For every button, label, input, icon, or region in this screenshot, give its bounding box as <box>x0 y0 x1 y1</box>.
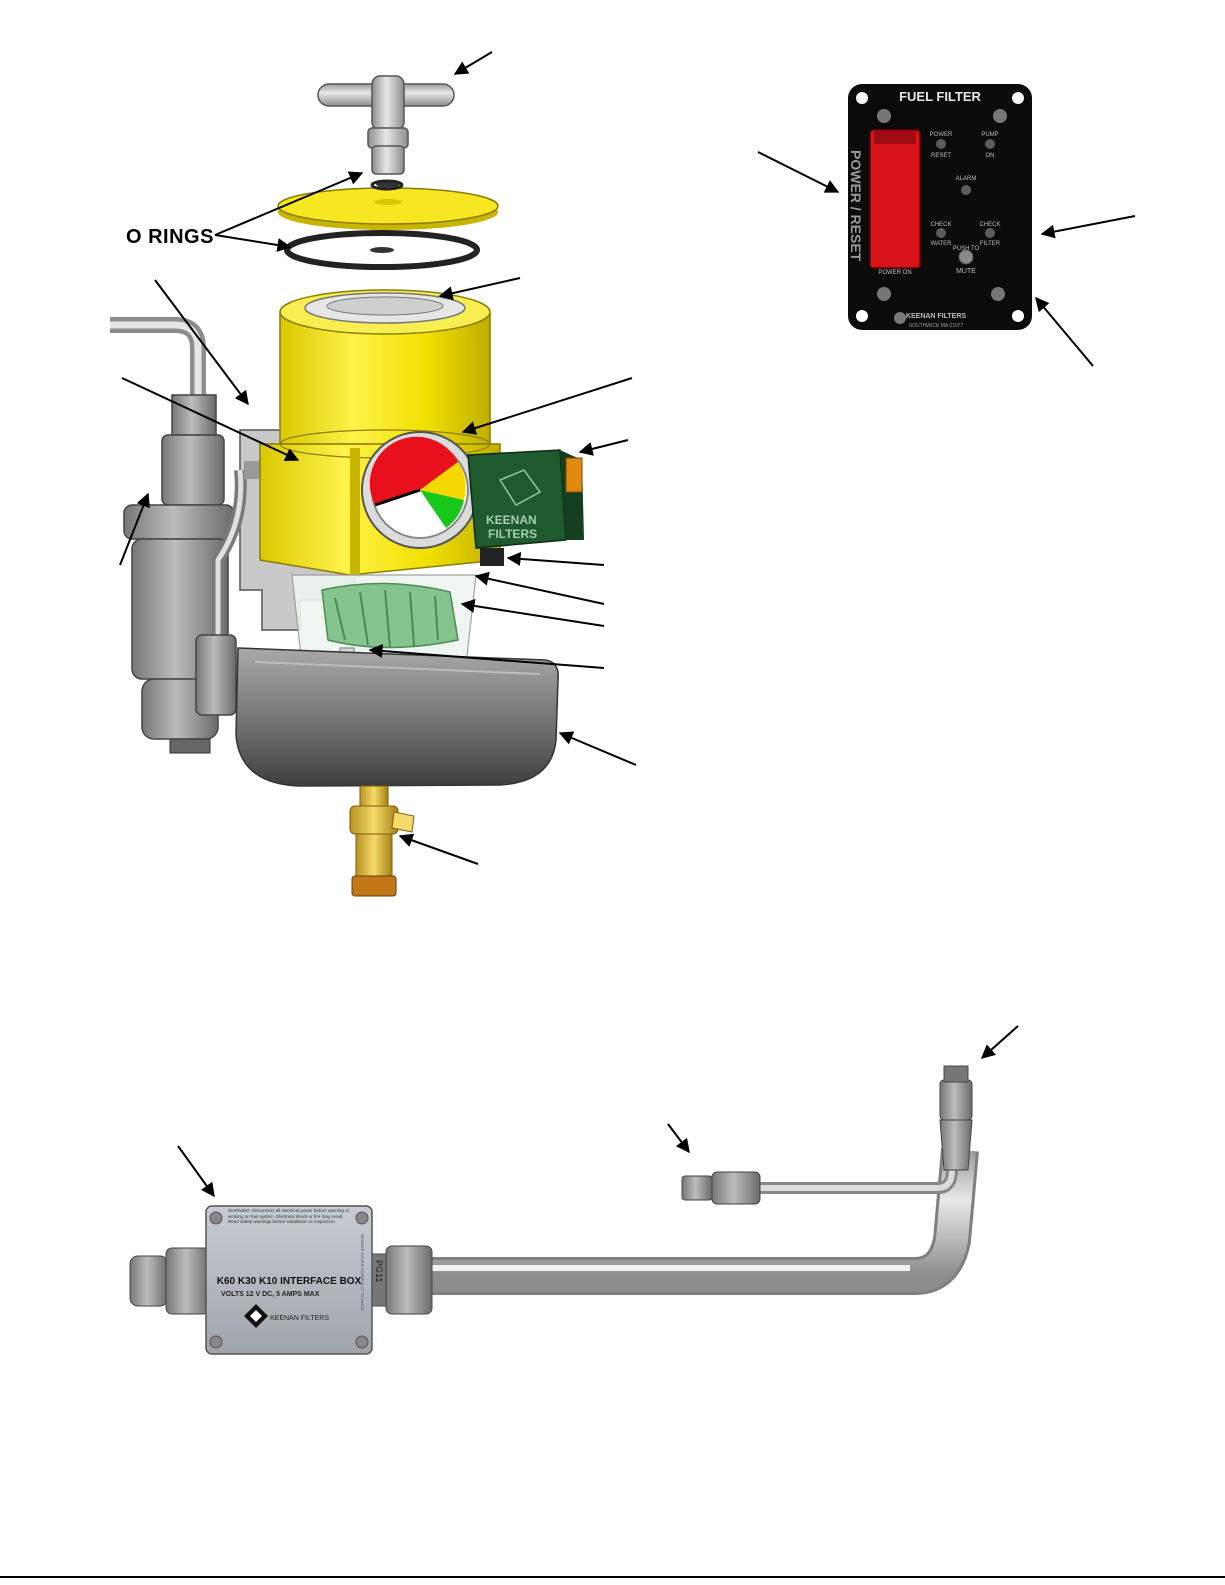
housing-brand-line1: KEENAN <box>486 513 537 527</box>
panel-power-reset-label: POWER / RESET <box>848 150 864 262</box>
drain-valve <box>349 785 415 897</box>
power-indicator <box>936 139 946 149</box>
housing-brand-line2: FILTERS <box>488 527 537 541</box>
wiring-harness <box>420 1065 979 1295</box>
vacuum-switch-box: KEENAN FILTERS <box>467 449 584 566</box>
secondary-filter <box>123 394 280 754</box>
panel-check-water-1: CHECK <box>930 222 951 228</box>
vacuum-gauge <box>361 431 479 549</box>
panel-brand: KEENAN FILTERS <box>906 313 966 320</box>
water-indicator <box>936 228 946 238</box>
power-reset-switch[interactable] <box>869 129 921 269</box>
interface-box-rating: VOLTS 12 V DC, 5 AMPS MAX <box>221 1291 320 1298</box>
o-ring-small <box>370 179 404 191</box>
page-bottom-rule <box>0 1576 1225 1578</box>
yellow-lid <box>277 187 499 230</box>
interface-box-fitting-label: PG11 <box>374 1260 384 1282</box>
interface-box-warning: WARNING: Disconnect all electrical power… <box>228 1208 350 1224</box>
panel-alarm-label: ALARM <box>956 176 977 182</box>
filter-indicator <box>985 228 995 238</box>
harness-leader-lines <box>177 1025 1019 1198</box>
pump-indicator <box>985 139 995 149</box>
panel-address: SOUTHWICK MA 01077 <box>909 323 964 329</box>
panel-pump-label: PUMP <box>981 132 998 138</box>
leader-lines <box>119 51 637 865</box>
panel-check-filter-2: FILTER <box>980 241 1001 247</box>
o-ring-large <box>284 230 480 270</box>
o-rings-label: O RINGS <box>126 226 214 248</box>
t-handle <box>317 75 455 188</box>
mute-button[interactable] <box>958 249 974 265</box>
fuel-line <box>110 317 206 395</box>
panel-title: FUEL FILTER <box>899 89 981 104</box>
interface-box-brand: KEENAN FILTERS <box>270 1315 329 1322</box>
yellow-housing <box>259 289 501 578</box>
fuel-filter-assembly: KEENAN FILTERS <box>110 75 584 897</box>
clear-bowl <box>291 574 477 669</box>
interface-box-side-text: REMOVE COVER CAREFULLY TO AVOID <box>360 1234 365 1311</box>
panel-on-label: ON <box>986 153 995 159</box>
panel-power-label: POWER <box>930 132 953 138</box>
panel-check-water-2: WATER <box>931 241 953 247</box>
control-panel: FUEL FILTER POWER / RESET POWER ON POWER… <box>848 84 1032 330</box>
alarm-indicator <box>961 185 971 195</box>
interface-box: WARNING: Disconnect all electrical power… <box>129 1205 433 1355</box>
panel-reset-label: RESET <box>931 153 951 159</box>
panel-check-filter-1: CHECK <box>979 222 1000 228</box>
panel-leader-lines <box>757 151 1136 367</box>
panel-push-to-label: PUSH TO <box>953 246 980 252</box>
panel-power-on-label: POWER ON <box>878 270 911 276</box>
bottom-bowl <box>235 647 559 787</box>
panel-mute-label: MUTE <box>956 268 976 275</box>
interface-box-title: K60 K30 K10 INTERFACE BOX <box>217 1276 362 1287</box>
